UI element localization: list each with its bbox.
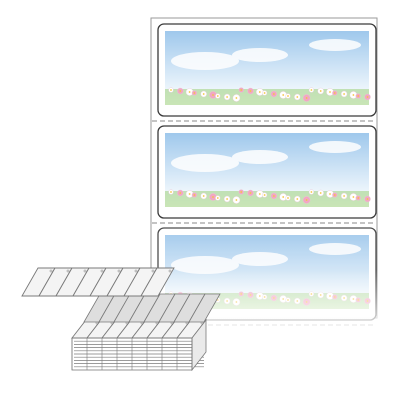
flower-center — [273, 195, 275, 197]
cloud — [171, 154, 239, 172]
flower-center — [310, 89, 313, 91]
stack-front-face — [71, 337, 193, 371]
flower-center — [282, 196, 285, 198]
tag-hole — [168, 269, 172, 273]
flower-center — [235, 97, 238, 99]
flower-center — [249, 192, 252, 194]
flower-center — [366, 198, 369, 200]
flower-center — [179, 192, 182, 194]
flower-center — [212, 94, 214, 96]
flower-center — [226, 96, 229, 98]
flower-center — [366, 96, 369, 98]
flower-center — [212, 196, 214, 198]
flower-center — [193, 194, 196, 196]
cloud — [171, 256, 239, 274]
flower-center — [319, 192, 322, 194]
flower-center — [352, 94, 355, 96]
label-strip — [148, 17, 382, 340]
flower-center — [170, 191, 172, 193]
flower-center — [216, 197, 219, 199]
flower-center — [235, 199, 238, 201]
flower-center — [258, 193, 261, 195]
flower-center — [263, 194, 266, 196]
flower-center — [310, 191, 313, 193]
tag-hole — [49, 269, 53, 273]
tag-hole — [117, 269, 121, 273]
cloud — [309, 141, 361, 153]
tag-hole — [100, 269, 104, 273]
flower-center — [305, 97, 308, 99]
flower-center — [329, 91, 331, 93]
flower-center — [357, 95, 360, 97]
cloud — [309, 39, 361, 51]
cloud — [232, 48, 288, 62]
cloud — [232, 150, 288, 164]
flower-row — [168, 189, 371, 204]
flower-center — [202, 93, 205, 95]
flower-center — [226, 198, 229, 200]
flower-center — [188, 91, 191, 93]
flower-center — [305, 199, 308, 201]
flower-center — [179, 90, 182, 92]
cloud — [309, 243, 361, 255]
flower-center — [333, 92, 336, 94]
flower-center — [240, 89, 243, 91]
tag-hole — [66, 269, 70, 273]
flower-center — [170, 89, 172, 91]
fanfold-stack — [21, 267, 221, 372]
tag-hole — [151, 269, 155, 273]
flower-center — [287, 197, 289, 199]
tag-hole — [134, 269, 138, 273]
flower-center — [188, 193, 191, 195]
flower-center — [240, 191, 243, 193]
flower-center — [249, 90, 252, 92]
stack-open-row — [21, 267, 175, 297]
flower-row — [168, 87, 371, 102]
flower-center — [282, 94, 285, 96]
label-1 — [157, 23, 377, 117]
flower-center — [202, 195, 205, 197]
tag — [140, 267, 175, 297]
flower-center — [357, 197, 360, 199]
flower-center — [329, 193, 331, 195]
flower-center — [296, 96, 299, 98]
flower-center — [352, 196, 355, 198]
flower-center — [296, 198, 299, 200]
stack-fold-strip — [83, 293, 221, 323]
label-2 — [157, 125, 377, 219]
cloud — [171, 52, 239, 70]
flower-center — [319, 90, 322, 92]
flower-center — [287, 95, 289, 97]
flower-center — [258, 91, 261, 93]
clouds — [171, 243, 361, 274]
fold-tag — [188, 293, 221, 323]
flower-center — [343, 93, 345, 95]
clouds — [171, 39, 361, 70]
flower-center — [216, 95, 219, 97]
flower-center — [343, 195, 345, 197]
flower-center — [333, 194, 336, 196]
clouds — [171, 141, 361, 172]
stack-top-row — [71, 319, 207, 339]
flower-center — [193, 92, 196, 94]
tag-hole — [83, 269, 87, 273]
cloud — [232, 252, 288, 266]
flower-center — [263, 92, 266, 94]
flower-center — [273, 93, 275, 95]
